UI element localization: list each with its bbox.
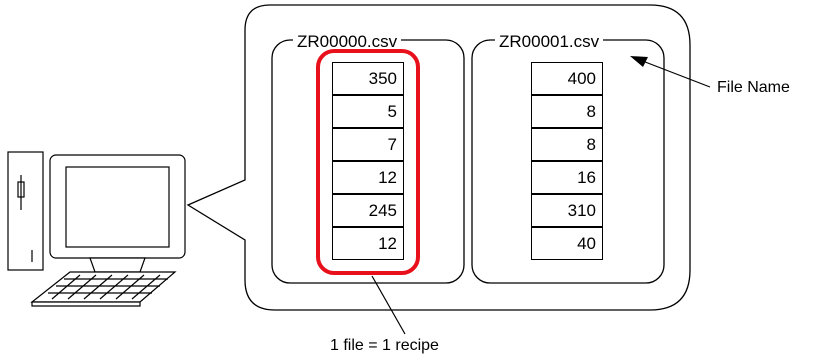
value-cell: 8 [531, 128, 603, 161]
value-cell: 245 [332, 194, 404, 227]
file-name-label-1: ZR00000.csv [293, 33, 402, 50]
file-name-arrowhead [630, 56, 648, 67]
recipe-pointer-line [371, 275, 406, 335]
desktop-computer-icon [7, 151, 186, 273]
value-cell: 350 [332, 62, 404, 95]
value-cell: 40 [531, 227, 603, 260]
value-cell: 12 [332, 227, 404, 260]
value-cell: 400 [531, 62, 603, 95]
recipe-annotation: 1 file = 1 recipe [330, 337, 439, 354]
value-cell: 7 [332, 128, 404, 161]
value-cell: 8 [531, 95, 603, 128]
value-cell: 5 [332, 95, 404, 128]
value-cell: 12 [332, 161, 404, 194]
value-cell: 310 [531, 194, 603, 227]
file-name-annotation: File Name [717, 79, 790, 96]
file-name-label-2: ZR00001.csv [495, 33, 604, 50]
value-cell: 16 [531, 161, 603, 194]
file-name-arrow-line [639, 59, 711, 88]
keyboard-icon [30, 271, 177, 307]
